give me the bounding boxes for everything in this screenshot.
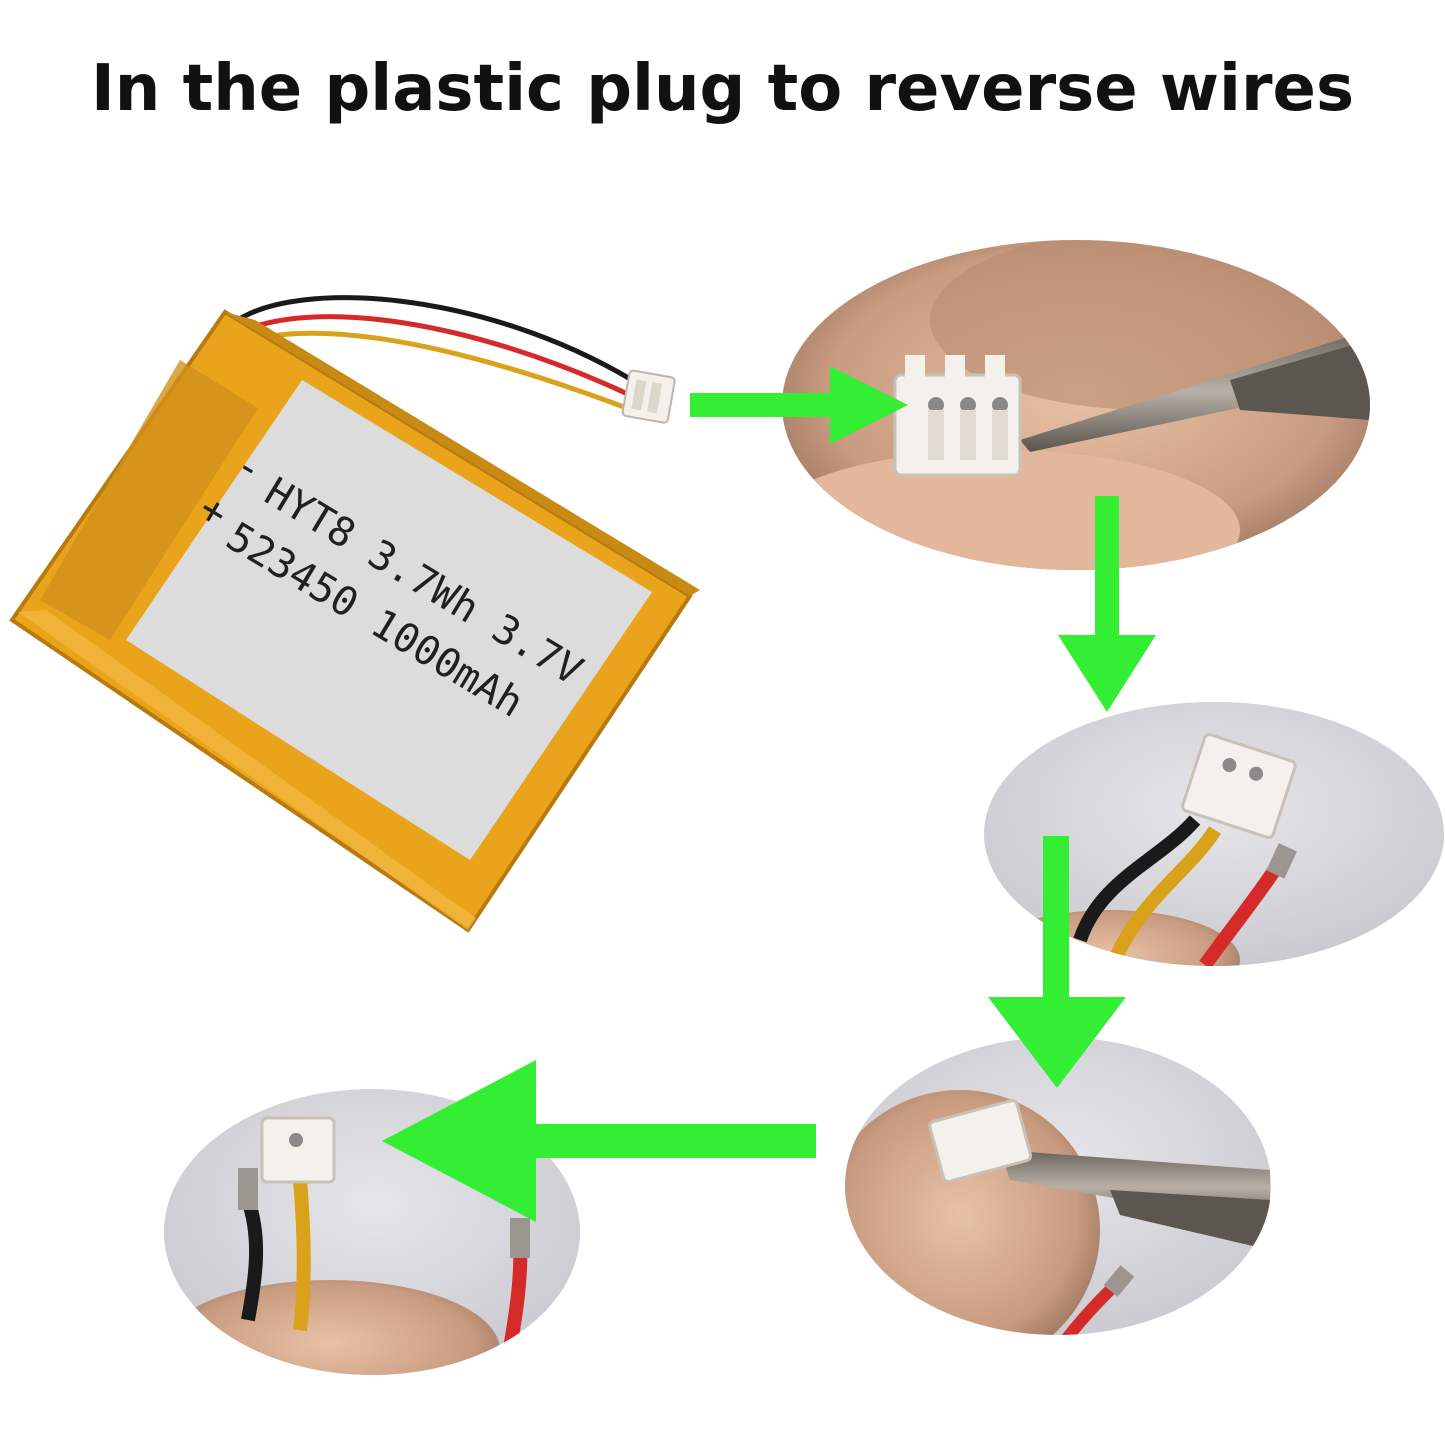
- battery-wire-red: [244, 314, 634, 399]
- photo-step-2-connector: [1181, 733, 1297, 839]
- arrow-right-icon: [690, 366, 908, 444]
- arrow-down-icon: [988, 836, 1126, 1088]
- photo-step-3-connector: [928, 1098, 1033, 1183]
- battery-connector: [621, 369, 676, 424]
- photo-step-1-connector: [893, 355, 1022, 477]
- battery: HYT8 3.7Wh 3.7V 523450 1000mAh - +: [9, 295, 700, 933]
- battery-wire-yellow: [249, 330, 633, 413]
- photo-step-4-connector: [260, 1116, 336, 1184]
- arrow-left-icon: [382, 1060, 816, 1222]
- arrow-down-icon: [1058, 496, 1156, 712]
- battery-wire-black: [236, 295, 634, 383]
- photo-step-3: [845, 1037, 1271, 1335]
- battery-label: [126, 380, 652, 860]
- headline: In the plastic plug to reverse wires: [90, 52, 1355, 126]
